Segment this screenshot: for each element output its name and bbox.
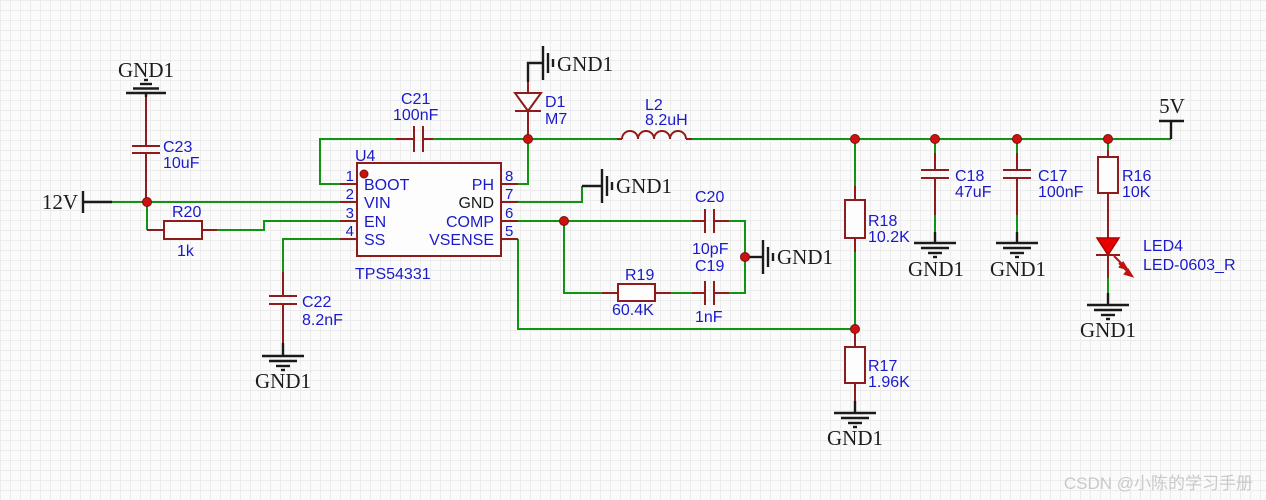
pin-number: 4 [346,223,354,240]
component-ref: LED4 [1143,238,1183,255]
component-r16[interactable]: R16 10K [1097,150,1151,238]
junction-dots [142,134,1113,334]
component-c17[interactable]: C17 100nF [1003,153,1084,215]
component-value: 100nF [1038,184,1084,201]
component-c20[interactable]: C20 10pF [692,189,729,258]
component-value: 8.2nF [302,312,343,329]
gnd-symbol-c23[interactable]: GND1 [118,58,174,97]
gnd-symbol-pin7[interactable]: GND1 [582,169,672,203]
component-r18[interactable]: R18 10.2K [844,186,910,252]
pin-name-en: EN [364,214,386,231]
gnd-label: GND1 [990,257,1046,281]
gnd-symbol-r17[interactable]: GND1 [827,401,883,450]
gnd-label: GND1 [616,174,672,198]
component-value: M7 [545,111,567,128]
component-ref: D1 [545,94,566,111]
component-ref: C20 [695,189,724,206]
component-value: 10K [1122,184,1151,201]
component-value: 10uF [163,155,200,172]
gnd-symbol-c17[interactable]: GND1 [990,232,1046,281]
component-ref: R19 [625,267,654,284]
component-r20[interactable]: R20 1k [147,204,217,260]
pin-name-ph: PH [472,177,494,194]
component-value: 100nF [393,107,439,124]
gnd-symbol-c22[interactable]: GND1 [255,343,311,393]
component-value: 8.2uH [645,112,688,129]
component-d1[interactable]: D1 M7 [513,82,567,139]
pin-number: 1 [346,168,354,185]
component-ref: C19 [695,258,724,275]
gnd-symbol-led4[interactable]: GND1 [1080,293,1136,342]
component-value: 1k [177,243,195,260]
port-label-12v: 12V [42,190,78,214]
pin-name-vsense: VSENSE [429,232,494,249]
port-5v-output[interactable]: 5V [1159,94,1185,139]
pin-name-boot: BOOT [364,177,410,194]
led-emission-arrows-icon [1113,255,1135,278]
component-c23[interactable]: C23 10uF [132,97,200,202]
component-ref: R17 [868,358,897,375]
component-r17[interactable]: R17 1.96K [844,329,910,401]
component-ref: C21 [401,91,430,108]
component-c21[interactable]: C21 100nF [393,91,439,152]
gnd-label: GND1 [118,58,174,82]
pin-number: 5 [505,223,513,240]
pin-name-gnd: GND [458,195,494,212]
pin-number: 2 [346,186,354,203]
ic-ref: U4 [355,148,376,165]
component-value: 60.4K [612,302,654,319]
pin-name-comp: COMP [446,214,494,231]
ic-part: TPS54331 [355,266,431,283]
gnd-label: GND1 [777,245,833,269]
component-ref: C23 [163,139,192,156]
component-r19[interactable]: R19 60.4K [602,267,671,319]
gnd-symbol-compnet[interactable]: GND1 [747,240,833,274]
component-value: LED-0603_R [1143,257,1236,274]
component-value: 47uF [955,184,992,201]
watermark: CSDN @小陈的学习手册 [1063,474,1253,493]
component-value: 10.2K [868,229,910,246]
component-led4[interactable]: LED4 LED-0603_R [1095,237,1236,278]
component-value: 1nF [695,309,723,326]
component-ref: L2 [645,97,663,114]
gnd-label: GND1 [557,52,613,76]
port-label-5v: 5V [1159,94,1185,118]
component-value: 1.96K [868,374,910,391]
component-ref: C18 [955,168,984,185]
component-ref: C22 [302,294,331,311]
pin-name-ss: SS [364,232,385,249]
component-c19[interactable]: C19 1nF [692,258,729,326]
component-ref: R16 [1122,168,1151,185]
gnd-label: GND1 [827,426,883,450]
pin-number: 8 [505,168,513,185]
gnd-label: GND1 [255,369,311,393]
component-ref: R20 [172,204,201,221]
gnd-symbol-d1[interactable]: GND1 [526,46,613,82]
gnd-label: GND1 [908,257,964,281]
gnd-symbol-c18[interactable]: GND1 [908,232,964,281]
component-ref: R18 [868,213,897,230]
component-value: 10pF [692,241,729,258]
component-l2[interactable]: L2 8.2uH [617,97,692,140]
pin-number: 6 [505,205,513,222]
pin-name-vin: VIN [364,195,391,212]
component-c18[interactable]: C18 47uF [921,153,992,215]
component-u4-tps54331[interactable]: U4 TPS54331 1 2 3 4 8 7 6 5 BOOT VIN EN … [340,148,518,283]
pin1-marker-dot [359,169,369,179]
component-ref: C17 [1038,168,1067,185]
pin-number: 3 [346,205,354,222]
pin-number: 7 [505,186,513,203]
gnd-label: GND1 [1080,318,1136,342]
port-12v-input[interactable]: 12V [42,190,112,214]
component-c22[interactable]: C22 8.2nF [269,272,343,343]
